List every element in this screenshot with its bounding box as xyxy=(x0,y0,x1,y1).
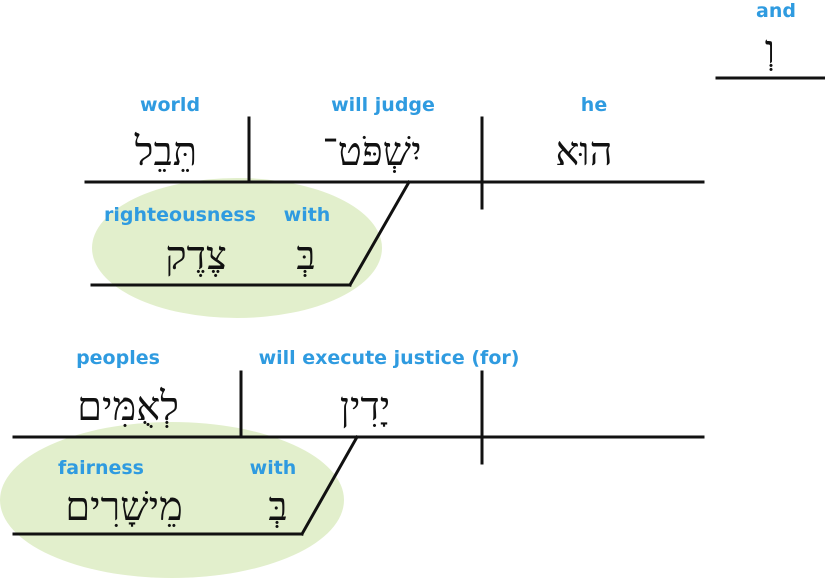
preposition-hebrew: בְּ xyxy=(296,233,316,279)
prep-object-hebrew-2: מֵישָׁרִים xyxy=(65,484,183,530)
object-gloss: world xyxy=(139,94,201,116)
verb-hebrew: יִשְׁפֹּט־ xyxy=(322,129,422,175)
subject-gloss: he xyxy=(580,94,608,116)
subject-hebrew: הוּא xyxy=(555,129,613,175)
conjunction-gloss: and xyxy=(756,0,796,22)
preposition-gloss-2: with xyxy=(249,457,297,479)
prep-object-gloss: righteousness xyxy=(104,204,256,226)
object-hebrew-2: לְאֻמִּים xyxy=(77,384,179,430)
object-hebrew: תֵּבֵל xyxy=(134,129,198,175)
prep-object-hebrew: צֶדֶק xyxy=(165,233,227,279)
preposition-hebrew-2: בְּ xyxy=(268,484,288,530)
prep-phrase-highlight-1 xyxy=(92,178,382,318)
object-gloss-2: peoples xyxy=(76,347,160,369)
clause1-modifier-slant xyxy=(347,179,412,288)
verb-hebrew-2: יָדִין xyxy=(339,384,391,430)
verb-gloss: will judge xyxy=(331,94,435,116)
prep-phrase-highlight-2 xyxy=(0,422,344,578)
prep-object-gloss-2: fairness xyxy=(57,457,145,479)
verb-gloss-2: will execute justice (for) xyxy=(258,347,520,369)
preposition-gloss: with xyxy=(283,204,331,226)
clause2-modifier-slant xyxy=(299,434,360,537)
conjunction-hebrew: וְ xyxy=(764,27,776,73)
